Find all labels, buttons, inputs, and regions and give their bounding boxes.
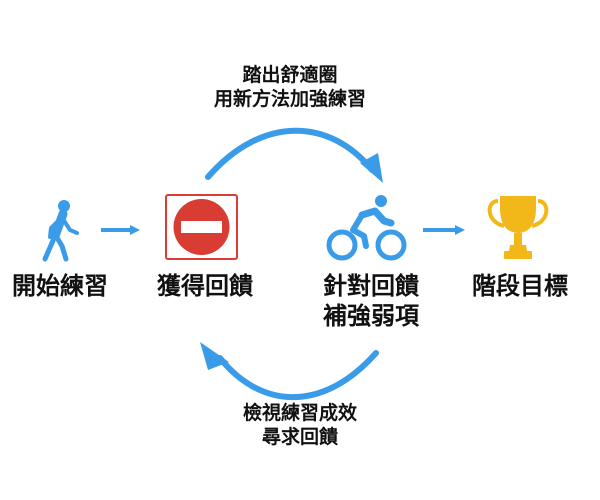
no-entry-sign-icon <box>165 194 238 260</box>
bottom-note-line1: 檢視練習成效 <box>242 402 357 424</box>
bottom-note-line2: 尋求回饋 <box>261 425 338 448</box>
walking-person-icon <box>42 200 79 262</box>
stage-goal-label: 階段目標 <box>455 271 585 301</box>
arrow-bottom-curve <box>217 350 379 401</box>
stage-feedback-text: 獲得回饋 <box>157 272 253 300</box>
stage-cycle-line2: 補強弱項 <box>323 302 419 330</box>
cyclist-icon <box>326 195 407 261</box>
trophy-icon <box>487 196 549 259</box>
stage-feedback-label: 獲得回饋 <box>140 271 270 301</box>
stage-cycle-line1: 針對回饋 <box>323 272 419 300</box>
top-note-line1: 踏出舒適圈 <box>242 64 338 86</box>
arrow-top-curve <box>205 127 375 180</box>
stage-cycle-label: 針對回饋 補強弱項 <box>296 271 446 331</box>
top-arrow-note: 踏出舒適圈 用新方法加強練習 <box>185 64 395 112</box>
stage-goal-text: 階段目標 <box>472 272 568 300</box>
stage-start-text: 開始練習 <box>12 272 108 300</box>
top-note-line2: 用新方法加強練習 <box>213 87 366 110</box>
stage-start-label: 開始練習 <box>0 271 120 301</box>
bottom-arrow-note: 檢視練習成效 尋求回饋 <box>185 402 415 450</box>
